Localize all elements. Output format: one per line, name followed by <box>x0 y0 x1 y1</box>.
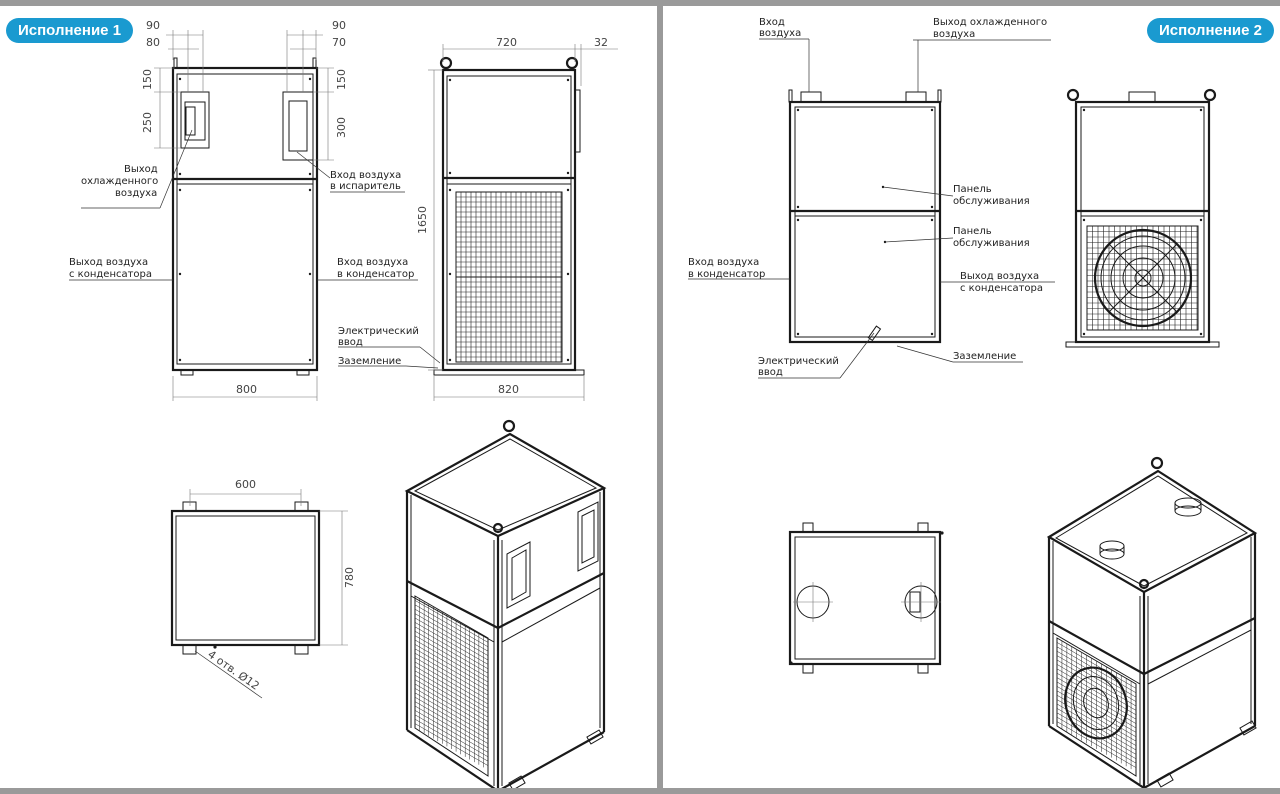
sheet-variant-1: Исполнение 1 <box>0 6 657 788</box>
isometric-grille <box>414 598 489 768</box>
label-out-condenser2-2: с конденсатора <box>960 283 1043 294</box>
dim-top-left-inner: 80 <box>146 36 160 49</box>
dim-right-v1: 150 <box>335 69 348 90</box>
isometric-view-1 <box>404 419 607 788</box>
drawing-variant-1: 90 80 90 70 150 250 150 300 800 Выход ох… <box>69 19 618 788</box>
side-view-2 <box>1065 88 1220 348</box>
label-grounding2: Заземление <box>953 351 1016 362</box>
dim-side-height: 1650 <box>416 206 429 234</box>
label-panel-2-line1: Панель <box>953 226 992 237</box>
side-view-1 <box>433 56 585 376</box>
label-out-condenser2-1: Выход воздуха <box>960 271 1039 282</box>
dim-top-left-outer: 90 <box>146 19 160 32</box>
label-grounding: Заземление <box>338 356 401 367</box>
label-in-condenser2-2: в конденсатор <box>688 269 765 280</box>
dim-plan-width: 600 <box>235 478 256 491</box>
label-holes: 4 отв. Ø12 <box>205 648 261 693</box>
variant-2-badge: Исполнение 2 <box>1146 18 1274 43</box>
dim-plan-depth: 780 <box>343 567 356 588</box>
label-out-cooled-2: охлажденного <box>81 176 158 187</box>
label-out-cooled-3: воздуха <box>115 188 157 199</box>
label-electric-2: ввод <box>338 337 363 348</box>
label-panel-1-line1: Панель <box>953 184 992 195</box>
isometric-fan-grille <box>1056 640 1137 770</box>
front-labels-2: Вход воздуха Выход охлажденного воздуха … <box>688 17 1055 379</box>
label-electric-1: Электрический <box>338 326 419 337</box>
sheet-variant-2: Исполнение 2 Вход воздуха <box>663 6 1280 788</box>
dim-right-v2: 300 <box>335 117 348 138</box>
front-labels-1: Выход охлажденного воздуха Вход воздуха … <box>69 129 418 281</box>
label-cooled-out-2: воздуха <box>933 29 975 40</box>
label-in-condenser-2: в конденсатор <box>337 269 414 280</box>
label-out-cooled-1: Выход <box>124 164 158 175</box>
variant-1-badge: Исполнение 1 <box>6 18 134 43</box>
label-in-evaporator-2: в испаритель <box>330 181 401 192</box>
dim-front-width: 800 <box>236 383 257 396</box>
dim-side-width-top: 720 <box>496 36 517 49</box>
label-air-in-2: воздуха <box>759 28 801 39</box>
isometric-view-2 <box>1046 456 1258 788</box>
dim-left-v2: 250 <box>141 112 154 133</box>
label-air-in-1: Вход <box>759 17 785 28</box>
dim-side-offset: 32 <box>594 36 608 49</box>
dim-top-right-inner: 70 <box>332 36 346 49</box>
front-dimensions-1: 90 80 90 70 150 250 150 300 800 <box>141 19 348 401</box>
label-electric2-1: Электрический <box>758 356 839 367</box>
dim-top-right-outer: 90 <box>332 19 346 32</box>
label-in-condenser2-1: Вход воздуха <box>688 257 759 268</box>
label-out-condenser-1: Выход воздуха <box>69 257 148 268</box>
dim-side-width-bottom: 820 <box>498 383 519 396</box>
label-in-evaporator-1: Вход воздуха <box>330 170 401 181</box>
front-view-1 <box>171 57 319 376</box>
label-out-condenser-2: с конденсатора <box>69 269 152 280</box>
plan-view-2 <box>788 522 944 674</box>
dim-left-v1: 150 <box>141 69 154 90</box>
drawing-variant-2: Вход воздуха Выход охлажденного воздуха … <box>688 17 1258 788</box>
plan-view-1: 600 780 4 отв. Ø12 <box>170 478 356 699</box>
label-panel-2-line2: обслуживания <box>953 238 1030 249</box>
front-view-2 <box>788 89 942 344</box>
label-panel-1-line2: обслуживания <box>953 196 1030 207</box>
side-dimensions-1: 720 32 1650 820 <box>416 36 618 401</box>
label-electric2-2: ввод <box>758 367 783 378</box>
label-cooled-out-1: Выход охлажденного <box>933 17 1047 28</box>
side-labels-1: Электрический ввод Заземление <box>338 326 441 369</box>
label-in-condenser-1: Вход воздуха <box>337 257 408 268</box>
